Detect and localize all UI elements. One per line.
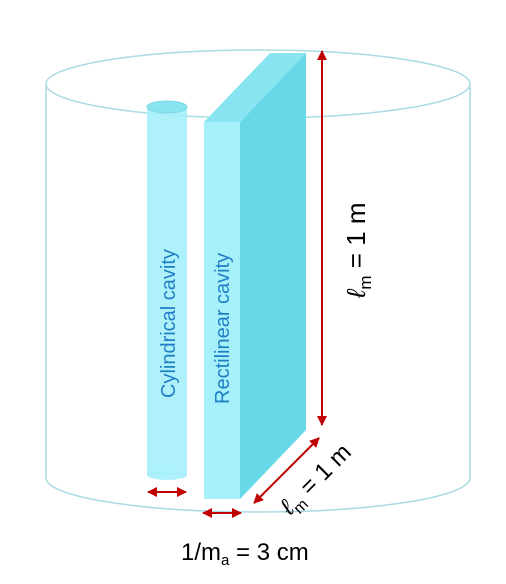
spacing-label: 1/ma = 3 cm — [181, 539, 309, 569]
cylindrical-cavity-body — [147, 107, 187, 475]
spacing-prefix: 1/m — [181, 539, 221, 566]
depth-length-value: = 1 m — [290, 439, 357, 506]
depth-length-arrow — [253, 437, 320, 504]
vertical-length-label: ℓm = 1 m — [341, 202, 375, 299]
rectilinear-cavity-top-face — [204, 53, 306, 122]
vertical-length-dimension: ℓm = 1 m — [317, 50, 375, 426]
vertical-length-symbol: ℓ — [341, 288, 371, 299]
spacing-value: = 3 cm — [229, 539, 308, 566]
cylinder-bottom-rim — [45, 477, 471, 513]
vertical-length-subscript: m — [356, 275, 375, 289]
cylindrical-cavity-label: Cylindrical cavity — [158, 249, 180, 398]
rectilinear-cavity-side-face — [240, 53, 306, 499]
rectilinear-cavity-label: Rectilinear cavity — [212, 253, 234, 404]
rectilinear-cavity-front-face — [204, 122, 240, 499]
vertical-length-value: = 1 m — [341, 202, 371, 275]
cylindrical-cavity-bottom — [147, 470, 187, 480]
rectilinear-cavity: Rectilinear cavity — [204, 53, 306, 499]
cylindrical-cavity: Cylindrical cavity — [146, 100, 188, 480]
spacing-subscript: a — [221, 552, 230, 569]
cylindrical-cavity-top — [146, 100, 188, 114]
